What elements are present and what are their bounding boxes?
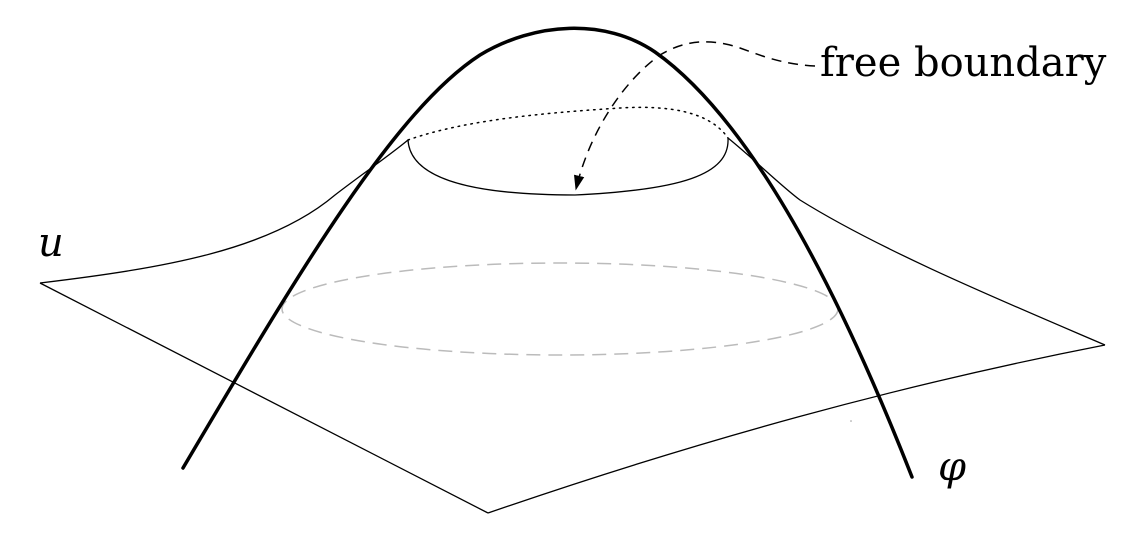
surface-u-right-edge	[487, 344, 1106, 514]
phi-label: φ	[938, 444, 966, 490]
free-boundary-label: free boundary	[820, 40, 1107, 86]
obstacle-phi-curve	[181, 26, 914, 479]
contact-set-back-edge	[407, 106, 729, 141]
stray-dot	[850, 420, 852, 422]
projection-ellipse	[281, 262, 839, 356]
u-label: u	[38, 220, 64, 266]
free-boundary-curve	[407, 137, 729, 196]
surface-u-right-flank	[727, 137, 1106, 346]
surface-u-left-edge	[39, 282, 489, 514]
free-boundary-leader	[574, 41, 816, 191]
surface-u-left-flank	[39, 139, 409, 284]
